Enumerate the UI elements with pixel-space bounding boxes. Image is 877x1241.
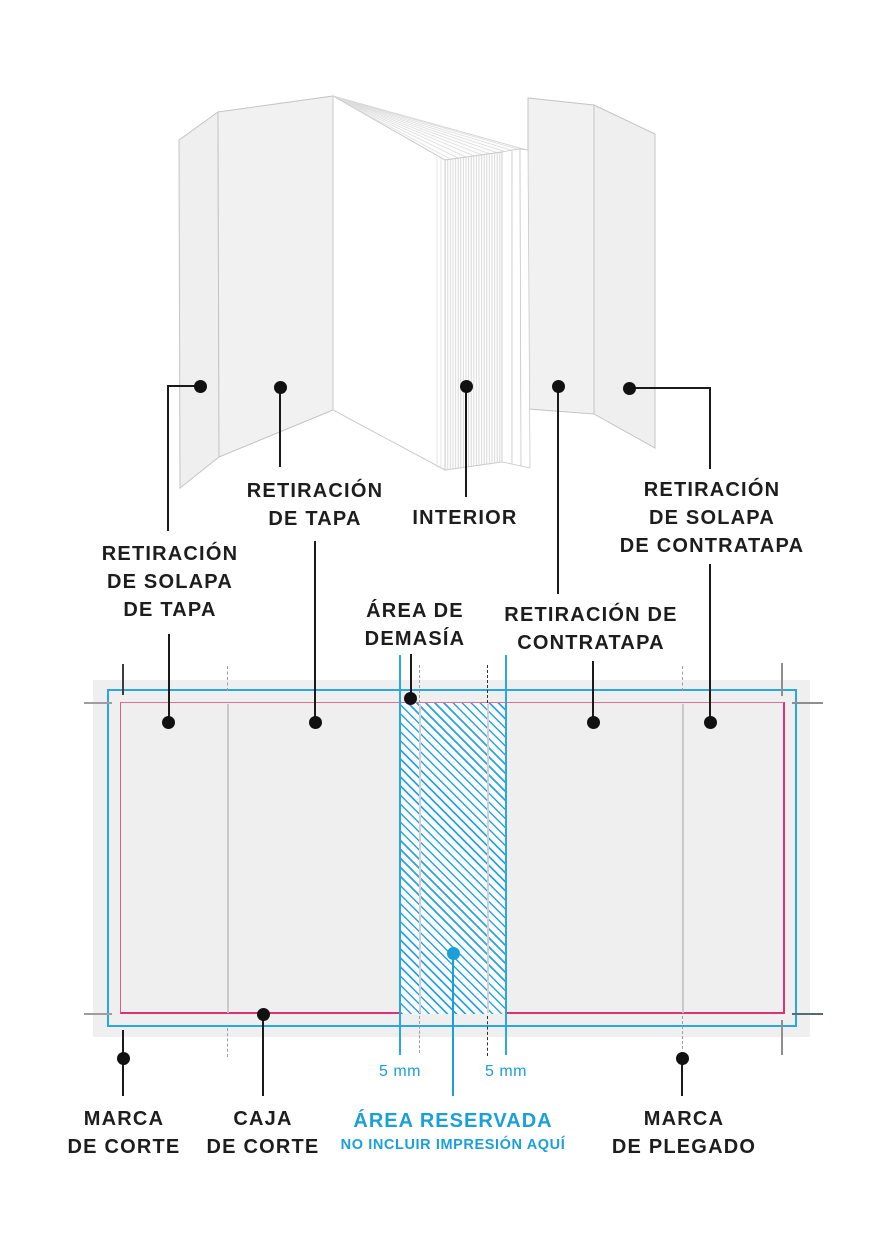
label-line: DE CORTE — [206, 1136, 320, 1158]
label-caja-corte: CAJA DE CORTE — [207, 1105, 320, 1161]
page-fan-lines — [334, 96, 522, 160]
callout-line — [279, 392, 281, 467]
fold-mark-bottom-4 — [682, 1016, 683, 1049]
label-line: DE TAPA — [268, 508, 362, 530]
measure-5mm-right: 5 mm — [485, 1063, 527, 1080]
label-retiracion-solapa-contratapa: RETIRACIÓN DE SOLAPA DE CONTRATAPA — [620, 476, 804, 560]
label-line: ÁREA DE — [366, 600, 464, 622]
callout-dot-backflap-panel — [703, 715, 717, 729]
callout-line — [262, 1018, 264, 1096]
callout-dot-fold-mark — [675, 1051, 689, 1065]
label-line: RETIRACIÓN — [643, 479, 781, 501]
fold-mark-top-3 — [487, 665, 488, 703]
callout-dot-backcover-panel — [586, 715, 600, 729]
label-area-reservada-title: ÁREA RESERVADA — [353, 1110, 553, 1132]
label-line: INTERIOR — [412, 507, 518, 529]
callout-line — [410, 654, 412, 693]
front-jacket-flap — [178, 111, 220, 490]
label-retiracion-solapa-tapa: RETIRACIÓN DE SOLAPA DE TAPA — [102, 540, 238, 624]
interior-left-page — [332, 95, 446, 471]
fold-mark-top-4 — [682, 666, 683, 691]
fold-line-front-flap — [227, 704, 229, 1013]
callout-line — [634, 387, 711, 389]
label-area-reservada-subtitle: NO INCLUIR IMPRESIÓN AQUÍ — [340, 1137, 566, 1153]
cut-mark-top-left-h — [84, 702, 112, 704]
label-line: CAJA — [233, 1108, 293, 1130]
label-marca-corte: MARCA DE CORTE — [68, 1105, 181, 1161]
callout-line — [168, 634, 170, 717]
fold-mark-top-2 — [419, 665, 420, 703]
callout-line — [167, 385, 169, 531]
label-line: RETIRACIÓN — [246, 480, 384, 502]
callout-dot-flap-panel — [161, 715, 175, 729]
page-block-texture — [445, 152, 502, 470]
label-area-demasia: ÁREA DE DEMASÍA — [365, 597, 466, 653]
label-line: DE PLEGADO — [611, 1136, 757, 1158]
callout-dot-front-cover — [273, 380, 287, 394]
callout-dot-bleed-area — [403, 691, 417, 705]
callout-dot-back-flap — [622, 381, 636, 395]
callout-line — [557, 392, 559, 594]
callout-line — [592, 661, 594, 717]
fold-mark-bottom-1 — [227, 1028, 228, 1057]
reserved-area-left-edge — [399, 655, 401, 1055]
label-line: DE TAPA — [123, 599, 217, 621]
callout-dot-cut-mark — [116, 1051, 130, 1065]
cut-mark-bottom-right-h — [792, 1013, 823, 1015]
label-line: DEMASÍA — [364, 628, 466, 650]
reserved-area-right-edge — [505, 655, 507, 1055]
callout-line — [709, 387, 711, 469]
callout-line-blue — [452, 958, 454, 1096]
fold-line-spine-right — [487, 704, 489, 1013]
fold-mark-bottom-3 — [487, 1016, 488, 1056]
callout-line — [314, 541, 316, 717]
label-line: MARCA — [83, 1108, 165, 1130]
callout-line — [167, 385, 200, 387]
label-marca-plegado: MARCA DE PLEGADO — [612, 1105, 756, 1161]
back-cover-panel — [527, 97, 595, 415]
label-retiracion-tapa: RETIRACIÓN DE TAPA — [247, 477, 383, 533]
callout-dot-cover-panel — [308, 715, 322, 729]
label-line: DE SOLAPA — [106, 571, 233, 593]
callout-dot-front-flap — [193, 379, 207, 393]
label-line: DE CONTRATAPA — [619, 535, 805, 557]
cut-mark-bottom-right-v — [781, 1020, 783, 1055]
fold-mark-top-1 — [227, 666, 228, 691]
label-area-reservada: ÁREA RESERVADA NO INCLUIR IMPRESIÓN AQUÍ — [341, 1107, 566, 1155]
fold-line-spine-left — [419, 704, 421, 1013]
cut-mark-bottom-left-h — [84, 1013, 112, 1015]
fold-line-back-flap — [682, 704, 684, 1013]
page-sheet-edges — [436, 157, 442, 469]
callout-dot-trim-box — [256, 1007, 270, 1021]
fold-mark-bottom-2 — [419, 1016, 420, 1053]
label-retiracion-contratapa: RETIRACIÓN DE CONTRATAPA — [504, 601, 677, 657]
front-cover-panel — [217, 95, 334, 458]
loose-sheet-3 — [519, 148, 531, 469]
callout-line — [681, 1052, 683, 1096]
label-line: RETIRACIÓN DE — [504, 604, 678, 626]
callout-line — [709, 564, 711, 717]
callout-line — [465, 392, 467, 497]
label-line: DE CORTE — [67, 1136, 181, 1158]
back-jacket-flap — [593, 104, 656, 449]
cut-mark-top-left-v — [122, 664, 124, 695]
label-interior: INTERIOR — [412, 504, 517, 532]
callout-dot-back-cover — [551, 379, 565, 393]
callout-dot-interior — [459, 379, 473, 393]
label-line: MARCA — [643, 1108, 725, 1130]
loose-sheet-2 — [511, 148, 522, 467]
label-line: CONTRATAPA — [517, 632, 665, 654]
callout-dot-reserved-area — [446, 946, 460, 960]
label-line: RETIRACIÓN — [101, 543, 239, 565]
measure-5mm-left: 5 mm — [379, 1063, 421, 1080]
label-line: DE SOLAPA — [648, 507, 775, 529]
cut-mark-top-right-h — [792, 702, 823, 704]
cut-mark-top-right-v — [781, 663, 783, 696]
loose-sheet-1 — [501, 149, 513, 465]
